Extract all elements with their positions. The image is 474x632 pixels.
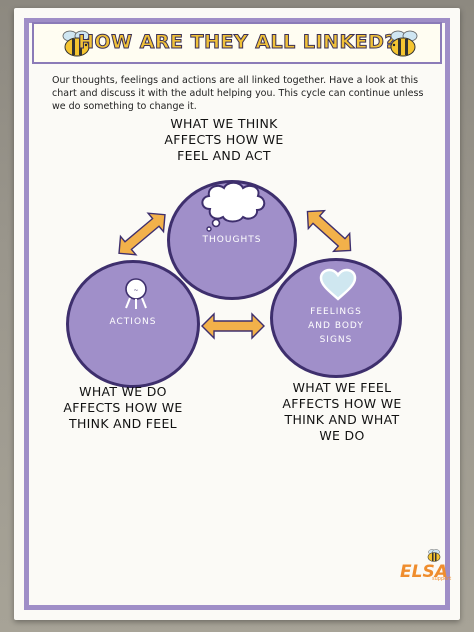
heart-icon xyxy=(319,268,357,301)
caption-line: AFFECTS HOW WE xyxy=(63,400,183,415)
svg-text:~: ~ xyxy=(133,287,138,294)
caption-line: WE DO xyxy=(319,428,365,443)
caption-line: WHAT WE FEEL xyxy=(292,380,392,395)
title-banner: HOW ARE THEY ALL LINKED? xyxy=(32,22,442,64)
caption-line: WHAT WE DO xyxy=(79,384,167,399)
feelings-label-line: FEELINGS xyxy=(310,307,362,317)
feelings-label-line: SIGNS xyxy=(319,335,353,345)
page-title: HOW ARE THEY ALL LINKED? xyxy=(78,31,396,54)
stick-figure-icon: ~ xyxy=(125,278,147,309)
caption-line: WHAT WE THINK xyxy=(170,116,278,131)
poster-border xyxy=(24,18,450,610)
caption-line: FEEL AND ACT xyxy=(177,148,271,163)
feelings-label: FEELINGS AND BODY SIGNS xyxy=(273,305,399,347)
thoughts-circle: THOUGHTS xyxy=(167,180,297,300)
bee-icon xyxy=(62,30,90,57)
double-arrow-icon xyxy=(201,312,265,340)
double-arrow-icon xyxy=(118,212,166,256)
actions-label: ACTIONS xyxy=(109,317,157,327)
actions-caption: WHAT WE DO AFFECTS HOW WE THINK AND FEEL xyxy=(48,384,198,432)
logo-subtext: support xyxy=(432,576,452,582)
thoughts-label: THOUGHTS xyxy=(202,235,262,245)
logo-text: ELSA xyxy=(400,562,448,582)
actions-circle: ~ ACTIONS xyxy=(66,260,200,388)
feelings-caption: WHAT WE FEEL AFFECTS HOW WE THINK AND WH… xyxy=(262,380,422,444)
thoughts-caption: WHAT WE THINK AFFECTS HOW WE FEEL AND AC… xyxy=(124,116,324,164)
double-arrow-icon xyxy=(306,209,352,253)
caption-line: THINK AND FEEL xyxy=(69,416,177,431)
feelings-label-line: AND BODY xyxy=(308,321,364,331)
elsa-support-logo: ELSA support xyxy=(400,548,452,588)
bee-icon xyxy=(427,549,441,562)
caption-line: AFFECTS HOW WE xyxy=(282,396,402,411)
thought-bubble-icon xyxy=(201,181,266,232)
poster: HOW ARE THEY ALL LINKED? Our thoughts, f… xyxy=(14,8,460,620)
caption-line: THINK AND WHAT xyxy=(284,412,400,427)
feelings-circle: FEELINGS AND BODY SIGNS xyxy=(270,258,402,378)
bee-icon xyxy=(390,30,418,57)
intro-paragraph: Our thoughts, feelings and actions are a… xyxy=(52,75,424,112)
caption-line: AFFECTS HOW WE xyxy=(164,132,284,147)
